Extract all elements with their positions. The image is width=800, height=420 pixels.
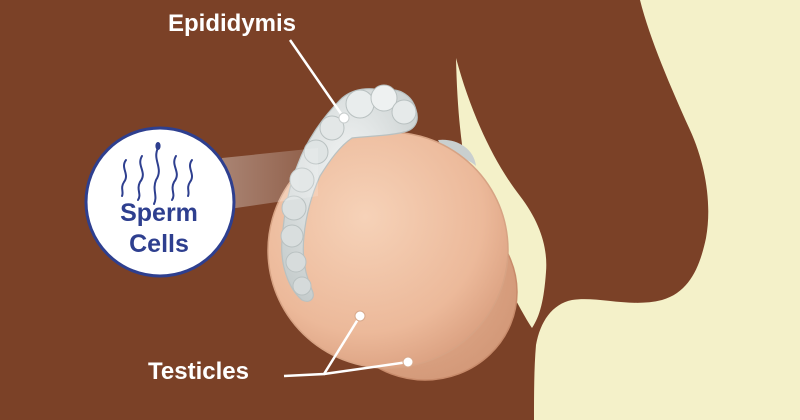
testicles-label: Testicles	[148, 358, 249, 385]
sperm-cells-label-line2: Cells	[129, 230, 189, 258]
testicles-leader-dot-2	[402, 356, 414, 368]
epididymis-leader	[288, 39, 346, 119]
body-notch	[456, 58, 547, 328]
testicles-leader-2	[323, 360, 409, 376]
leader-lines	[283, 39, 409, 378]
callout-beam	[222, 148, 318, 210]
epididymis-leader-dot	[338, 112, 350, 124]
epididymis-label: Epididymis	[168, 10, 297, 37]
sperm-cells-icon	[121, 142, 193, 205]
sperm-cells-label-line1: Sperm	[120, 199, 198, 227]
sperm-cells-label: Sperm Cells	[84, 198, 234, 260]
callout-circle	[84, 126, 236, 278]
testicles-leader-dot-1	[354, 310, 366, 322]
